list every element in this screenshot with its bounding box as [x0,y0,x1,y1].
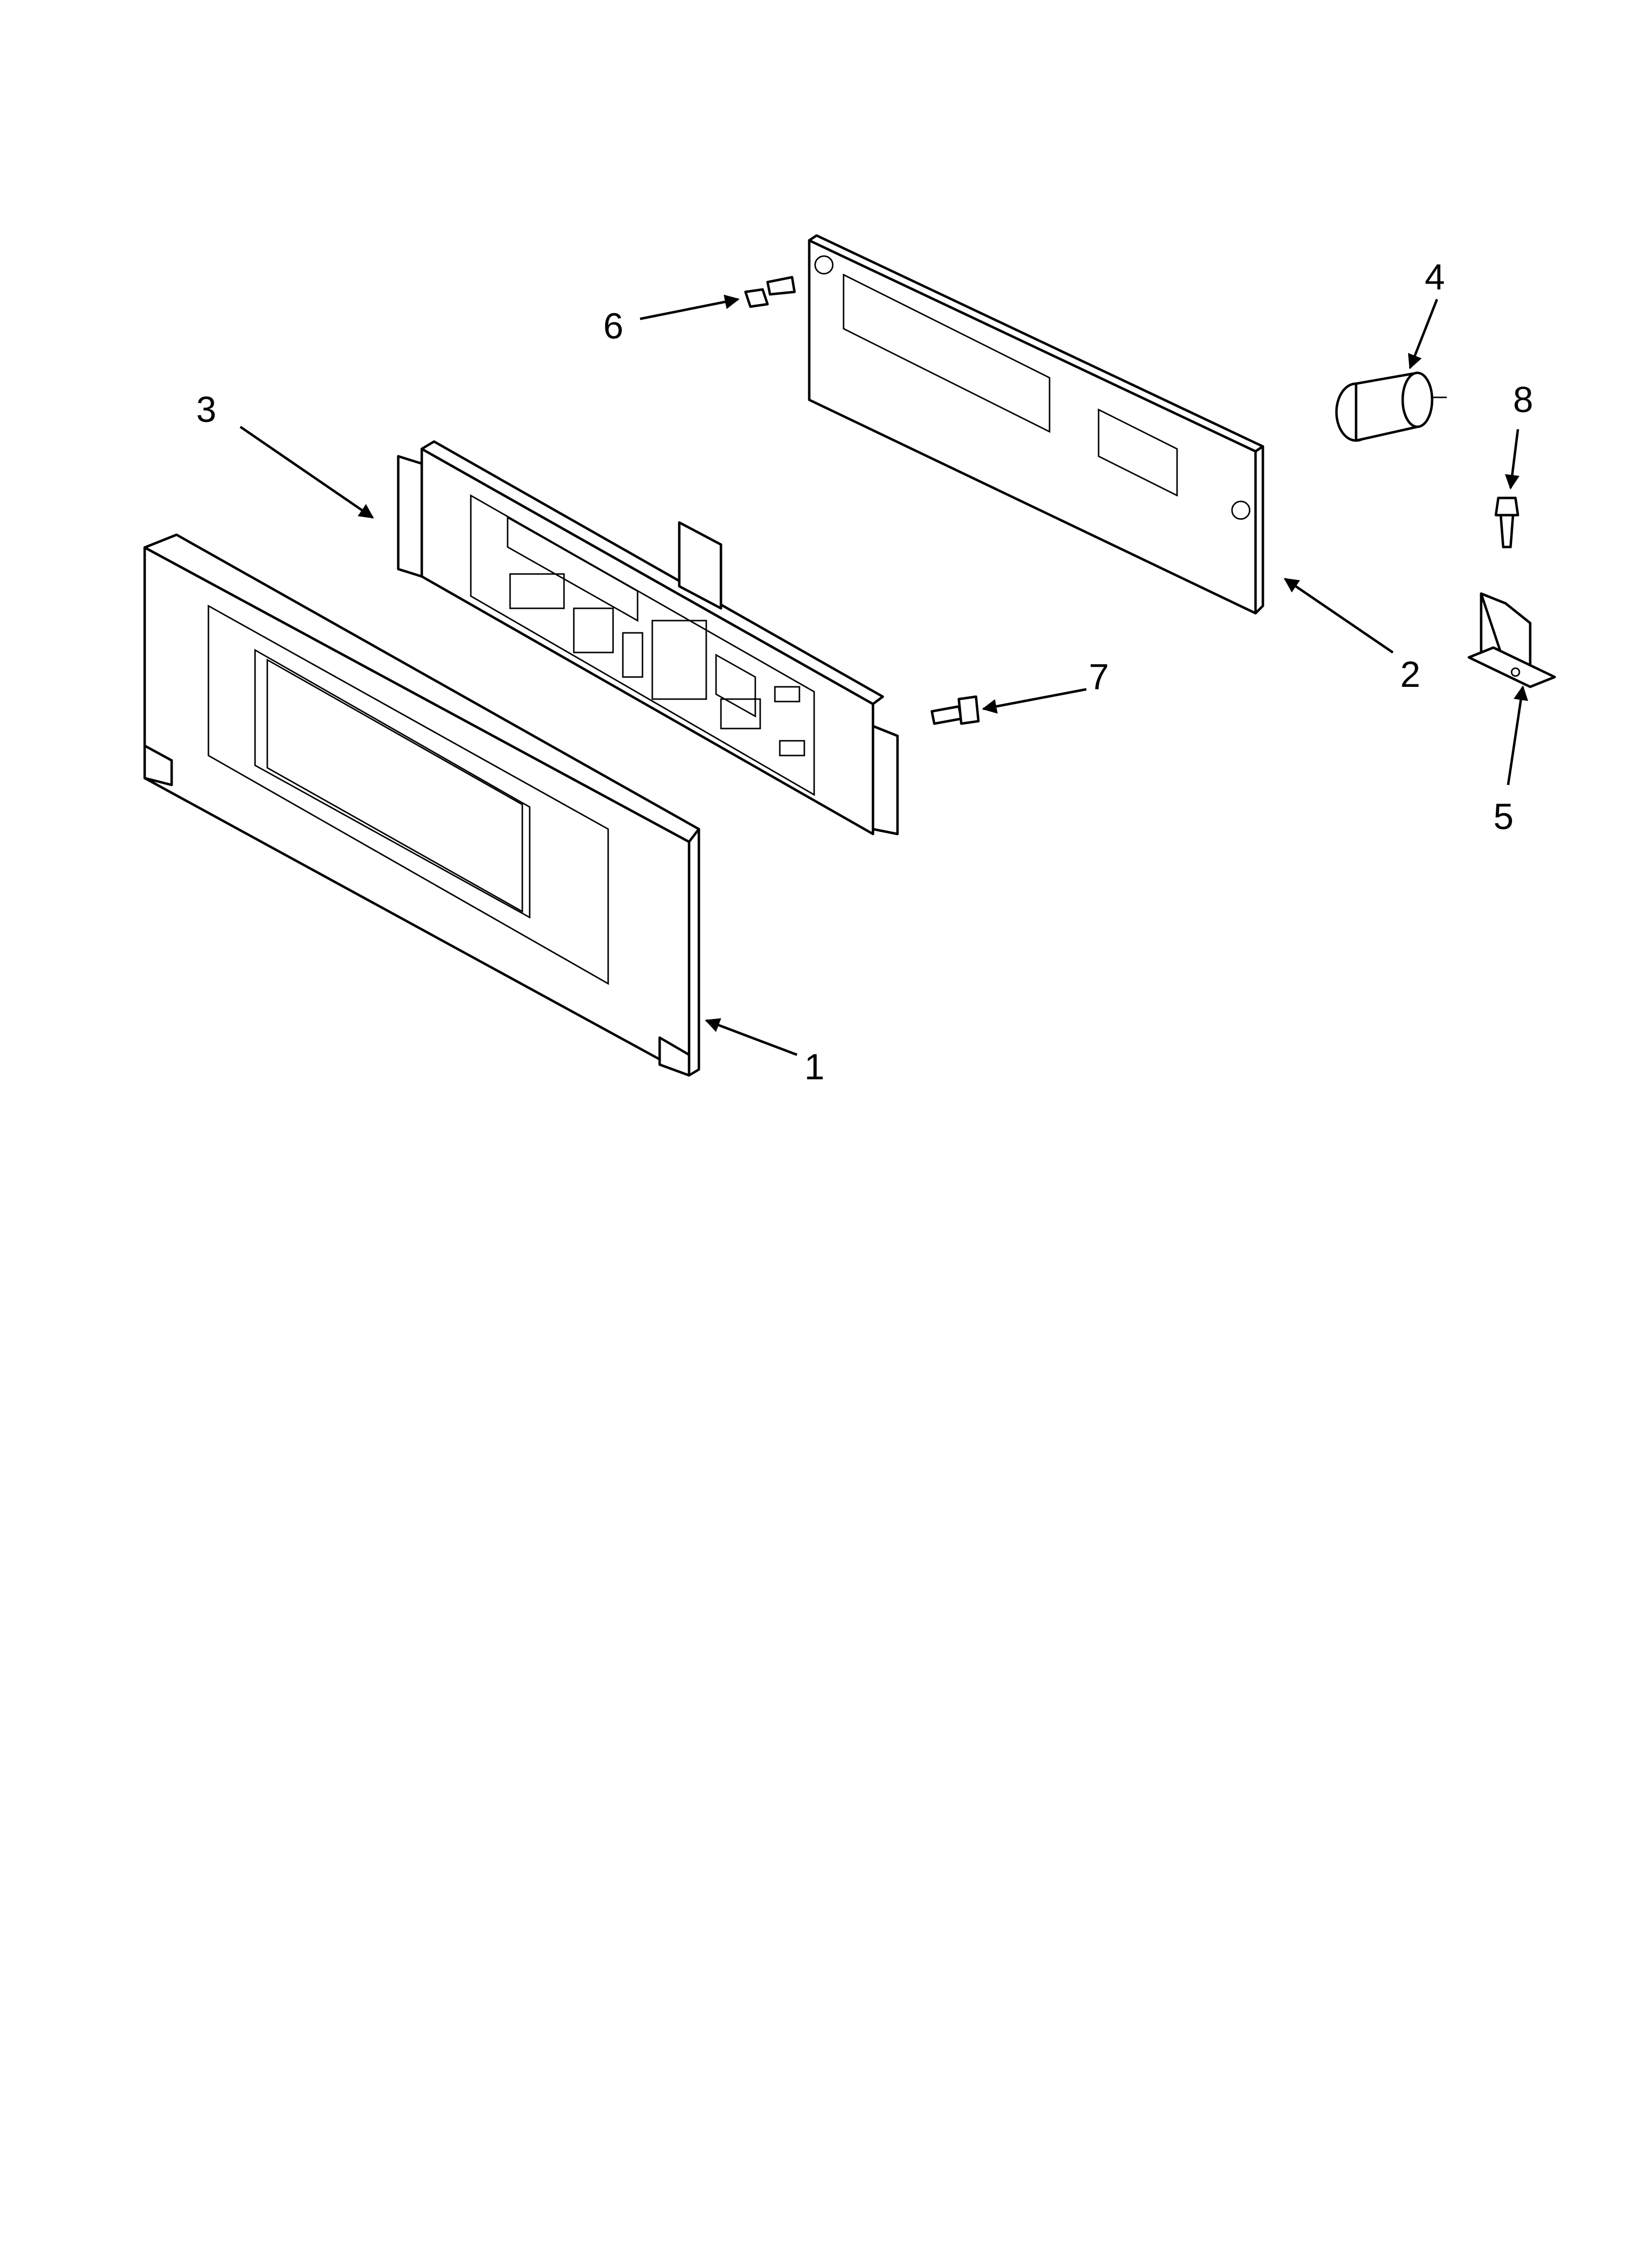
knob-part [1335,371,1447,442]
control-board-part [808,234,1264,615]
callout-4: 4 [1425,257,1445,297]
control-panel-overlay-part [397,440,899,835]
leader-lines [239,294,1528,1056]
callout-2: 2 [1400,654,1420,695]
front-panel-part [143,533,700,1077]
screw-board-part [744,276,796,308]
bracket-part [1467,592,1556,688]
callout-6: 6 [603,306,623,346]
screw-panel-part [930,695,980,725]
callout-3: 3 [196,389,216,430]
callout-5: 5 [1493,796,1514,837]
callout-8: 8 [1513,379,1533,420]
keypad-grid [509,573,805,756]
callout-1: 1 [804,1046,824,1087]
screw-bracket-part [1494,496,1519,548]
callout-7: 7 [1089,656,1109,697]
